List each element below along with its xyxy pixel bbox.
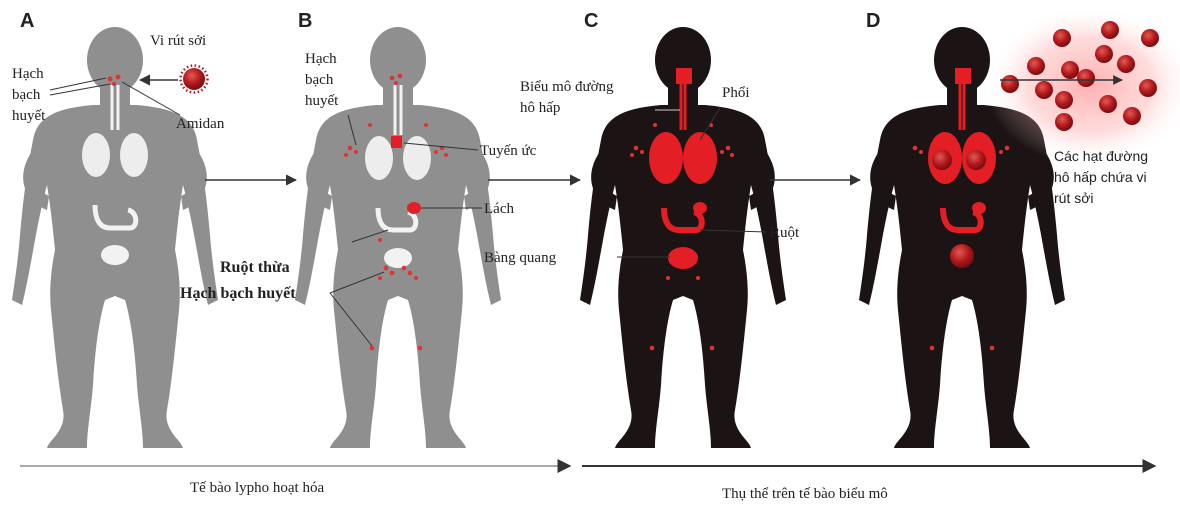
label-lung: Phổi	[722, 85, 750, 101]
label-lymph-node-bold: Hạch bạch huyết	[180, 285, 296, 302]
label-appendix: Ruột thừa	[220, 259, 290, 276]
panel-letter-d: D	[866, 10, 880, 32]
label-thymus: Tuyến ức	[480, 143, 537, 159]
label-intestine: Ruột	[770, 225, 800, 241]
body-silhouette-b	[295, 27, 501, 448]
label-lymph-node-a-3: huyết	[12, 108, 46, 124]
label-spleen: Lách	[484, 201, 514, 217]
panel-letter-c: C	[584, 10, 598, 32]
label-lymph-node-a-2: bạch	[12, 87, 41, 103]
label-lymph-node-b-3: huyết	[305, 93, 339, 109]
label-bottom-right: Thụ thể trên tế bào biểu mô	[722, 486, 888, 501]
label-epithelium-1: Biểu mô đường	[520, 79, 614, 95]
label-particles-2: hô hấp chứa vi	[1054, 169, 1147, 185]
label-particles-1: Các hạt đường	[1054, 148, 1148, 164]
label-epithelium-2: hô hấp	[520, 100, 560, 116]
label-bladder: Bàng quang	[484, 250, 557, 266]
panel-b-figure	[295, 27, 501, 448]
panel-letter-b: B	[298, 10, 312, 32]
label-bottom-left: Tế bào lypho hoạt hóa	[190, 480, 324, 496]
panel-letter-a: A	[20, 10, 34, 32]
label-virus: Vi rút sởi	[150, 33, 206, 49]
measles-virus-icon	[181, 66, 208, 93]
label-lymph-node-b-1: Hạch	[305, 51, 337, 67]
label-lymph-node-b-2: bạch	[305, 72, 334, 88]
label-tonsil: Amidan	[176, 116, 225, 132]
label-particles-3: rút sởi	[1054, 190, 1094, 206]
label-lymph-node-a-1: Hạch	[12, 66, 44, 82]
